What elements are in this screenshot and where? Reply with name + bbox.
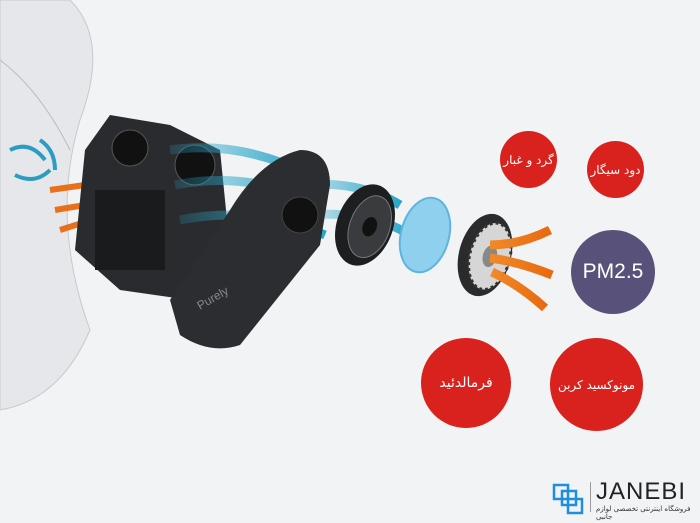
pollutant-dust: گرد و غبار [500,131,557,188]
incoming-arrows-orange [489,225,554,312]
pollutant-formaldehyde: فرمالدئید [421,338,511,428]
front-grille [457,213,513,297]
cube-logo-icon [552,483,584,515]
fan [335,184,395,266]
janebi-logo: JANEBI فروشگاه اینترنتی تخصصی لوازم جانب… [552,478,697,521]
logo-divider [590,482,591,512]
pollutant-carbon-monoxide: مونوکسید کربن [550,338,643,431]
airflow-arrows-blue [9,138,57,181]
pollutant-pm25: PM2.5 [571,230,655,314]
logo-name: JANEBI [596,478,687,505]
helmet [0,0,94,411]
filter-disc [398,196,452,274]
pollutant-cigarette-smoke: دود سیگار [587,141,644,198]
logo-tagline: فروشگاه اینترنتی تخصصی لوازم جانبی [596,505,691,521]
